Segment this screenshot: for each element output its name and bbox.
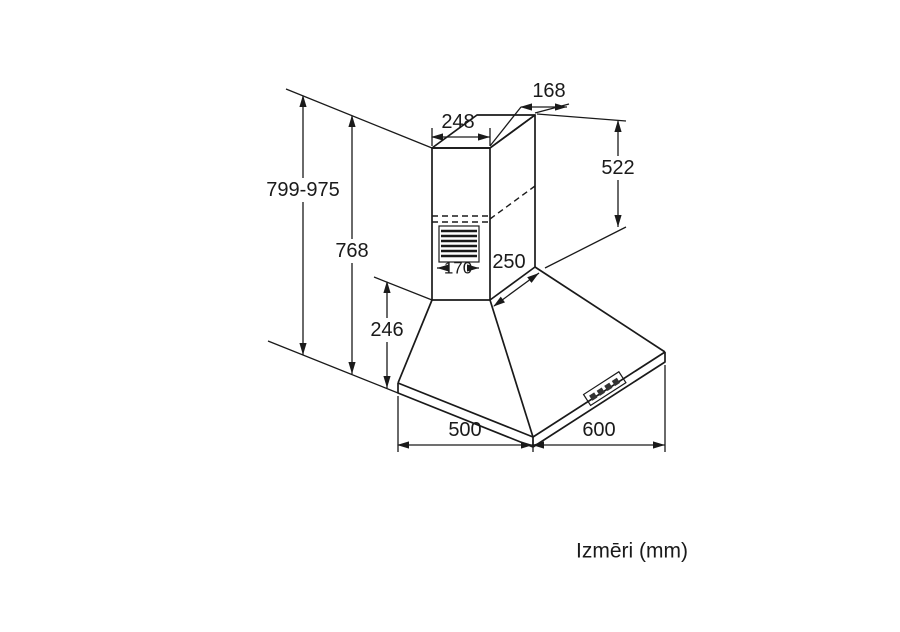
dim-hood-width: 600 bbox=[532, 365, 666, 452]
dim-label-total-height: 799-975 bbox=[266, 179, 339, 201]
control-button bbox=[611, 377, 621, 387]
hood-right-slant bbox=[534, 266, 666, 353]
extension-line-bottom bbox=[267, 340, 399, 394]
control-button bbox=[596, 387, 605, 396]
dim-total-height: 799-975 bbox=[260, 95, 346, 355]
hood-body bbox=[397, 266, 666, 448]
dim-hood-depth: 500 bbox=[397, 396, 534, 452]
dim-height-768: 768 bbox=[332, 115, 372, 374]
dim-label-522: 522 bbox=[601, 157, 634, 179]
dim-chimney-upper-height: 522 bbox=[536, 113, 638, 269]
hood-front-slant bbox=[489, 299, 534, 438]
dim-label-768: 768 bbox=[335, 240, 368, 262]
dim-outlet-width: 170 bbox=[437, 259, 479, 278]
dim-label-500: 500 bbox=[448, 419, 481, 441]
control-button bbox=[604, 382, 613, 391]
vent-grille bbox=[438, 225, 480, 263]
label-mask bbox=[598, 156, 638, 180]
control-panel-body bbox=[582, 370, 627, 407]
extension-line-hood-top bbox=[373, 276, 433, 301]
grille-outline bbox=[438, 225, 480, 263]
label-mask bbox=[367, 318, 407, 342]
hood-base-top-edge bbox=[397, 351, 666, 438]
dim-label-246: 246 bbox=[370, 319, 403, 341]
telescopic-joint-line-side bbox=[489, 185, 536, 220]
units-caption: Izmēri (mm) bbox=[576, 540, 688, 563]
extension-line-top bbox=[285, 88, 433, 149]
dim-label-170: 170 bbox=[444, 259, 472, 278]
dim-chimney-width: 248 bbox=[431, 111, 491, 146]
dim-chimney-depth: 168 bbox=[489, 80, 570, 147]
dim-label-250: 250 bbox=[492, 251, 525, 273]
hood-left-slant bbox=[397, 299, 433, 384]
dim-hood-height: 246 bbox=[367, 281, 407, 388]
dim-label-168: 168 bbox=[532, 80, 565, 102]
label-mask bbox=[260, 178, 346, 202]
dim-label-248: 248 bbox=[441, 111, 474, 133]
label-mask bbox=[332, 239, 372, 263]
dimension-annotations: 799-975 768 246 248 bbox=[260, 80, 688, 563]
dim-chimney-lower-depth: 250 bbox=[492, 251, 540, 307]
control-button bbox=[589, 392, 598, 401]
dim-label-600: 600 bbox=[582, 419, 615, 441]
control-panel bbox=[582, 370, 627, 407]
